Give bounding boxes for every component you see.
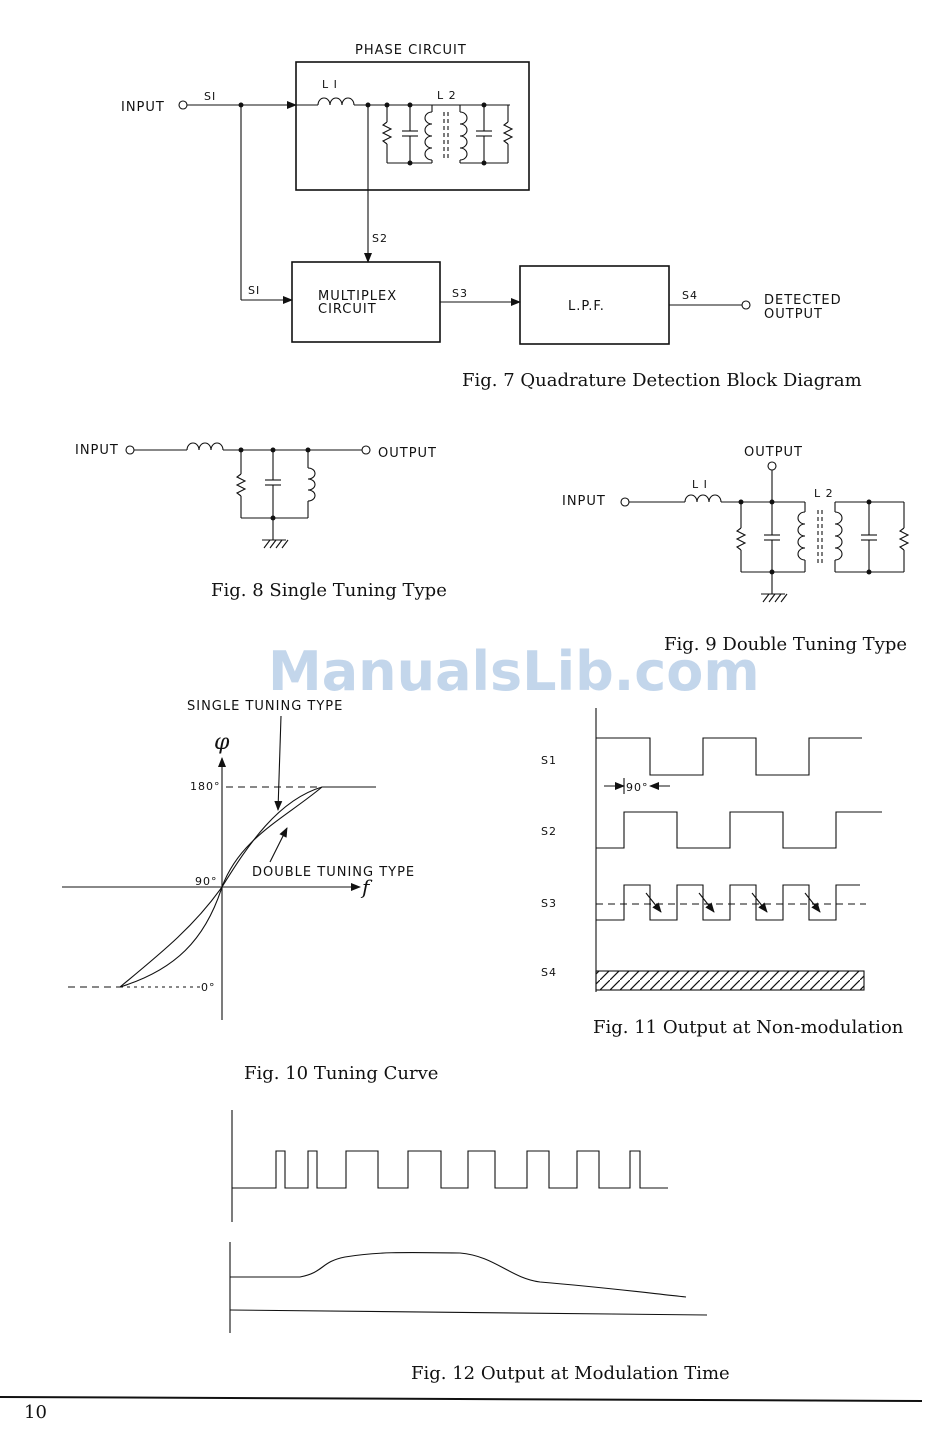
s2-label: S2 bbox=[372, 232, 388, 245]
l2-secondary-coil bbox=[459, 111, 468, 161]
fig8-output-label: OUTPUT bbox=[378, 446, 437, 461]
s4-wave-label: S4 bbox=[541, 966, 557, 979]
fig8-caption: Fig. 8 Single Tuning Type bbox=[211, 580, 447, 601]
fig8-input-terminal bbox=[125, 445, 135, 455]
s2-waveform bbox=[596, 811, 882, 849]
input-label: INPUT bbox=[121, 100, 165, 115]
fig12-modulation: Fig. 12 Output at Modulation Time bbox=[229, 1110, 730, 1384]
fig9-l2-secondary bbox=[834, 511, 843, 561]
watermark: ManualsLib.com bbox=[268, 640, 760, 703]
tick-90: 90° bbox=[195, 875, 218, 888]
lpf-label: L.P.F. bbox=[568, 299, 605, 314]
double-tuning-curve bbox=[119, 786, 323, 988]
fig9-l2-primary bbox=[797, 511, 806, 561]
fig9-l1-coil bbox=[684, 494, 722, 503]
detected-label-2: OUTPUT bbox=[764, 307, 823, 322]
fig9-input-label: INPUT bbox=[562, 494, 606, 509]
baseline bbox=[229, 1309, 708, 1316]
fig9-l2-label: L 2 bbox=[814, 487, 834, 500]
s3-waveform bbox=[596, 884, 860, 921]
pulse-train bbox=[232, 1150, 668, 1189]
s2-wave-label: S2 bbox=[541, 825, 557, 838]
fig8-resistor bbox=[235, 473, 247, 497]
detected-envelope bbox=[230, 1251, 687, 1298]
tick-180: 180° bbox=[190, 780, 221, 793]
fig12-caption: Fig. 12 Output at Modulation Time bbox=[411, 1363, 730, 1384]
multiplex-label-1: MULTIPLEX bbox=[318, 289, 397, 304]
footer-rule bbox=[0, 1396, 923, 1402]
s4-label: S4 bbox=[682, 289, 698, 302]
fig11-caption: Fig. 11 Output at Non-modulation bbox=[593, 1017, 904, 1038]
fig9-caption: Fig. 9 Double Tuning Type bbox=[664, 634, 907, 655]
l2-primary-coil bbox=[424, 111, 433, 161]
fig9-resistor-2 bbox=[898, 527, 910, 551]
phase-90-label: 90° bbox=[626, 781, 649, 794]
l2-label: L 2 bbox=[437, 89, 457, 102]
s4-hatched-output bbox=[595, 970, 865, 991]
fig9-l1-label: L I bbox=[692, 478, 708, 491]
l1-label: L I bbox=[322, 78, 338, 91]
fig9-output-label: OUTPUT bbox=[744, 445, 803, 460]
detected-output-terminal bbox=[741, 300, 751, 310]
fig10-caption: Fig. 10 Tuning Curve bbox=[244, 1063, 438, 1084]
s1-top-label: SI bbox=[204, 90, 216, 103]
fig9-resistor-1 bbox=[735, 527, 747, 551]
fig8-input-label: INPUT bbox=[75, 443, 119, 458]
fig8-coil bbox=[186, 442, 224, 451]
detected-label-1: DETECTED bbox=[764, 293, 842, 308]
single-pointer-arrow bbox=[274, 715, 283, 811]
phase-circuit-box bbox=[295, 61, 530, 191]
input-terminal bbox=[178, 100, 188, 110]
phase-resistor bbox=[381, 121, 393, 145]
s1-wave-label: S1 bbox=[541, 754, 557, 767]
s1-waveform bbox=[596, 737, 862, 776]
s3-label: S3 bbox=[452, 287, 468, 300]
s1-side-label: SI bbox=[248, 284, 260, 297]
phi-label: φ bbox=[214, 730, 230, 755]
fig8-output-terminal bbox=[361, 445, 371, 455]
fig9-output-terminal bbox=[767, 461, 777, 471]
s3-wave-label: S3 bbox=[541, 897, 557, 910]
double-tuning-label: DOUBLE TUNING TYPE bbox=[252, 865, 415, 880]
fig10-tuning-curve: SINGLE TUNING TYPE φ f 180° 90° 0° DOUBL… bbox=[62, 699, 438, 1084]
phase-circuit-label: PHASE CIRCUIT bbox=[355, 43, 467, 58]
fig7-block-diagram: PHASE CIRCUIT L I L 2 INPUT SI bbox=[121, 43, 862, 391]
fig8-tank-coil bbox=[307, 467, 316, 502]
fig7-caption: Fig. 7 Quadrature Detection Block Diagra… bbox=[462, 370, 862, 391]
fig9-input-terminal bbox=[620, 497, 630, 507]
double-pointer-arrow bbox=[269, 827, 288, 863]
single-tuning-label: SINGLE TUNING TYPE bbox=[187, 699, 343, 714]
fig9-double-tuning: OUTPUT INPUT L I L 2 bbox=[562, 445, 910, 655]
page-number: 10 bbox=[24, 1402, 47, 1423]
multiplex-label-2: CIRCUIT bbox=[318, 302, 377, 317]
fig11-waveforms: S1 90° S2 S3 S4 Fig. 11 Output at Non-mo… bbox=[541, 708, 904, 1038]
l1-coil bbox=[317, 97, 355, 106]
fig8-single-tuning: INPUT OUTPUT Fig. 8 Single Tuning Type bbox=[75, 442, 447, 601]
tick-0: 0° bbox=[201, 981, 216, 994]
